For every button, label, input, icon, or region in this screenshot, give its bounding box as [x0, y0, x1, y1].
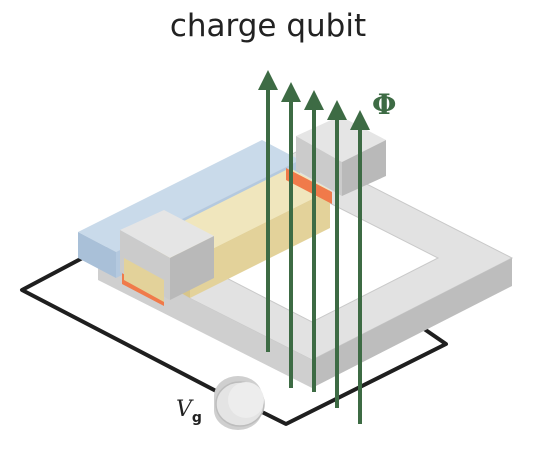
circuit-wire	[20, 252, 448, 426]
junction-pad-left	[120, 210, 214, 302]
junction-pad-right	[296, 116, 386, 196]
diagram-title: charge qubit	[169, 8, 367, 44]
flux-arrow-icon	[327, 100, 347, 408]
flux-arrows	[258, 70, 370, 424]
voltage-source-icon	[214, 376, 265, 430]
flux-arrow-icon	[304, 90, 324, 392]
gate-voltage-label: Vg	[176, 397, 202, 426]
flux-arrow-icon	[350, 110, 370, 424]
flux-label: Φ	[372, 88, 396, 121]
flux-arrow-icon	[281, 82, 301, 388]
flux-arrow-icon	[258, 70, 278, 352]
